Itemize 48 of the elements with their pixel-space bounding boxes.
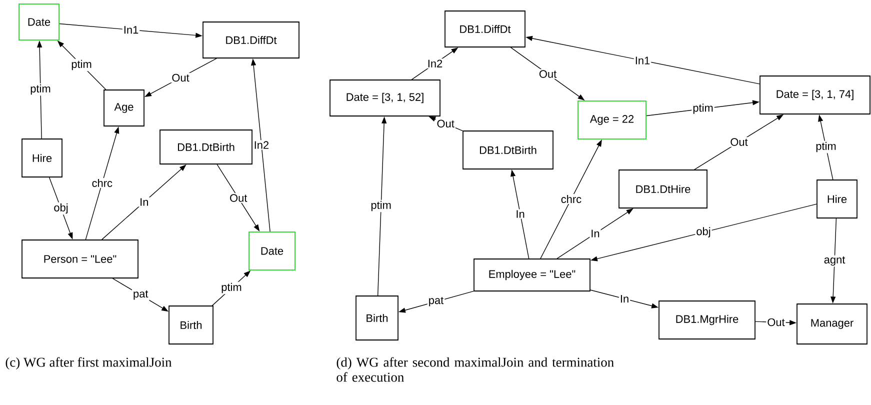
edge-label: In2 — [252, 140, 270, 150]
edge-label: In1 — [122, 25, 140, 35]
edge-label: In — [514, 209, 526, 219]
edge-label: ptim — [370, 200, 392, 212]
concept-box: Age = 22 — [578, 100, 646, 140]
edge-label: Out — [766, 317, 786, 328]
edge-label: obj — [695, 226, 712, 238]
edge-label: agnt — [822, 255, 846, 267]
concept-box: Date = [3, 1, 52] — [330, 80, 440, 116]
edge-label: In — [618, 294, 630, 304]
concept-box: Employee = "Lee" — [474, 258, 590, 292]
concept-box: Age — [104, 90, 144, 126]
edge-label: In — [138, 197, 150, 207]
caption: (d) WG after second maximalJoin and termination of execution — [336, 357, 614, 382]
caption: (c) WG after first maximalJoin — [6, 357, 172, 370]
edge-label: In — [590, 228, 601, 238]
edge-label: pat — [132, 289, 150, 301]
edge-label: chrc — [90, 178, 114, 188]
edge-label: Out — [729, 137, 749, 147]
edge-label: ptim — [814, 140, 838, 154]
edge-label: Out — [538, 69, 558, 79]
concept-box: Person = "Lee" — [22, 240, 138, 278]
edge-label: In1 — [634, 56, 652, 66]
edge-label: Out — [436, 118, 456, 128]
concept-box: DB1.DtBirth — [462, 130, 554, 170]
edge-label: ptim — [692, 102, 714, 115]
edge-label: Out — [228, 193, 248, 203]
edge-label: Out — [170, 72, 190, 83]
concept-box: Date — [18, 4, 60, 40]
concept-box: DB1.DtHire — [618, 170, 708, 208]
concept-box: Date = [3, 1, 74] — [760, 76, 870, 114]
concept-box: DB1.DiffDt — [444, 10, 526, 48]
edge-label: obj — [52, 202, 70, 215]
concept-box: Date — [248, 232, 296, 270]
concept-box: DB1.MgrHire — [658, 300, 756, 340]
concept-box: Birth — [168, 306, 214, 344]
edge-label: ptim — [220, 282, 243, 294]
concept-box: DB1.DiffDt — [202, 22, 300, 58]
concept-box: Birth — [356, 296, 398, 340]
edge-label: pat — [427, 296, 445, 308]
edge-label: ptim — [29, 83, 52, 96]
concept-box: Hire — [816, 180, 858, 218]
edge-label: ptim — [70, 58, 93, 72]
edge-label: In2 — [426, 58, 444, 68]
edge-label: chrc — [560, 194, 583, 204]
concept-box: Manager — [796, 304, 868, 344]
concept-box: Hire — [22, 138, 62, 178]
concept-box: DB1.DtBirth — [160, 130, 252, 164]
